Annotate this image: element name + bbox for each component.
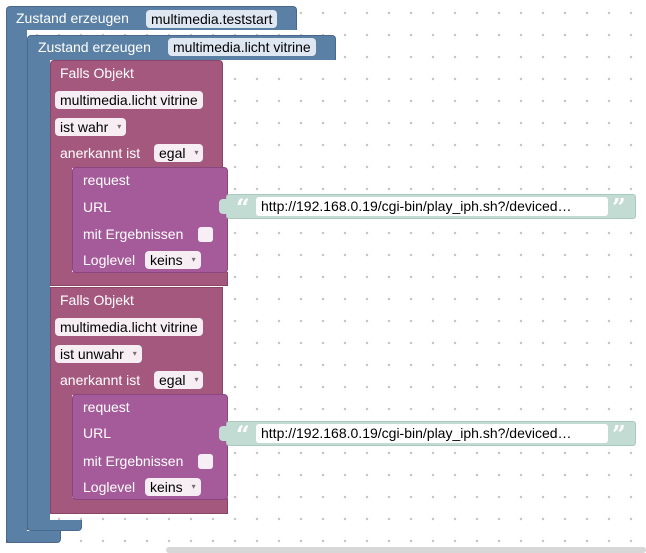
outer-state-id[interactable]: multimedia.teststart [146, 10, 278, 28]
trigger-2-label: Falls Objekt [60, 292, 134, 308]
chevron-down-icon: ▾ [194, 375, 199, 384]
request-2-results-checkbox[interactable] [198, 454, 213, 469]
horizontal-scrollbar[interactable] [166, 547, 646, 553]
inner-state-foot [27, 520, 82, 531]
trigger-1-condition-dropdown[interactable]: ist wahr▾ [55, 118, 127, 136]
request-1-loglevel-label: Loglevel [83, 252, 136, 268]
trigger-1-label: Falls Objekt [60, 65, 134, 81]
chevron-down-icon: ▾ [117, 122, 122, 131]
url-2-connector [219, 426, 228, 441]
request-2-loglevel-label: Loglevel [83, 479, 136, 495]
outer-state-foot [6, 531, 61, 543]
quote-close-icon: ” [612, 193, 626, 222]
trigger-1-ack-label: anerkannt ist [60, 145, 141, 161]
chevron-down-icon: ▾ [191, 482, 196, 491]
request-1-results-checkbox[interactable] [198, 227, 213, 242]
trigger-1-foot [50, 272, 228, 286]
request-2-results-label: mit Ergebnissen [83, 453, 184, 469]
quote-open-icon: “ [236, 420, 250, 449]
trigger-2-arm [50, 394, 72, 502]
request-1-url-label: URL [83, 199, 112, 215]
trigger-2-foot [50, 498, 228, 514]
request-1-loglevel-dropdown[interactable]: keins▾ [145, 251, 201, 269]
inner-state-label: Zustand erzeugen [38, 39, 151, 55]
request-1-results-label: mit Ergebnissen [83, 226, 184, 242]
outer-state-arm [6, 29, 27, 543]
inner-state-arm [27, 59, 50, 530]
inner-state-id[interactable]: multimedia.licht vitrine [168, 38, 316, 56]
trigger-2-ack-label: anerkannt ist [60, 372, 141, 388]
url-1-connector [219, 199, 228, 214]
chevron-down-icon: ▾ [132, 349, 137, 358]
quote-open-icon: “ [236, 193, 250, 222]
outer-state-label: Zustand erzeugen [16, 10, 129, 26]
url-text-field-1[interactable]: http://192.168.0.19/cgi-bin/play_iph.sh?… [256, 197, 608, 216]
chevron-down-icon: ▾ [194, 148, 199, 157]
request-2-url-label: URL [83, 425, 112, 441]
chevron-down-icon: ▾ [191, 255, 196, 264]
trigger-1-arm [50, 167, 72, 275]
request-1-label: request [83, 172, 130, 188]
trigger-1-object[interactable]: multimedia.licht vitrine [55, 91, 203, 109]
request-2-label: request [83, 399, 130, 415]
trigger-1-ack-dropdown[interactable]: egal▾ [154, 144, 204, 162]
trigger-2-ack-dropdown[interactable]: egal▾ [154, 371, 204, 389]
url-text-field-2[interactable]: http://192.168.0.19/cgi-bin/play_iph.sh?… [256, 424, 608, 443]
trigger-2-condition-dropdown[interactable]: ist unwahr▾ [55, 345, 142, 363]
trigger-2-object[interactable]: multimedia.licht vitrine [55, 318, 203, 336]
quote-close-icon: ” [612, 420, 626, 449]
request-2-loglevel-dropdown[interactable]: keins▾ [145, 478, 201, 496]
